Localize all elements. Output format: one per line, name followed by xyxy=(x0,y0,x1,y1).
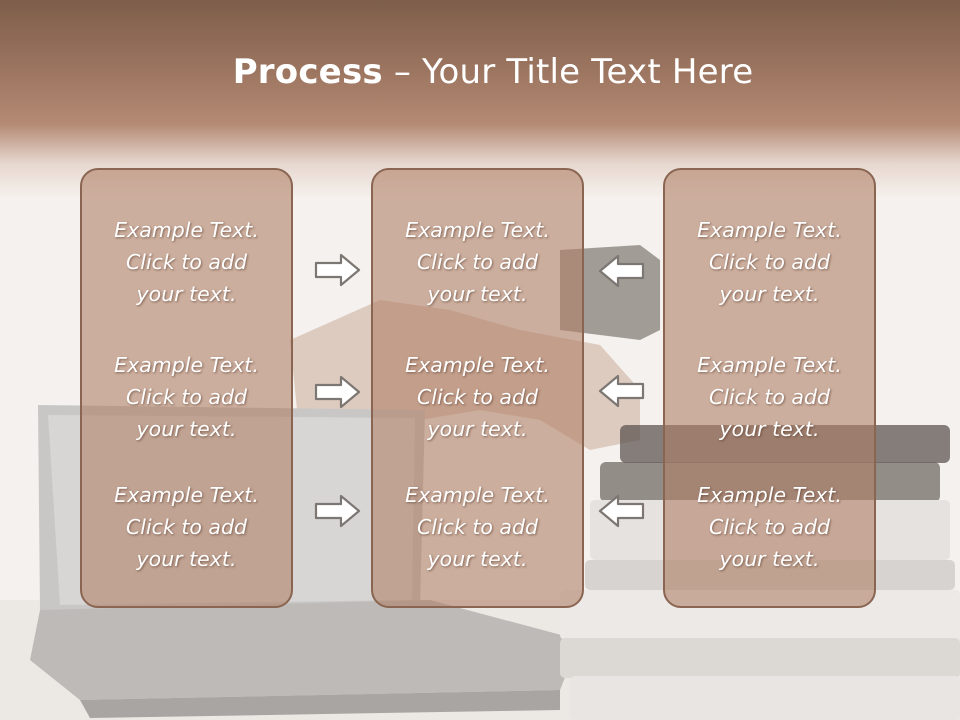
right-arrow-icon xyxy=(314,375,361,409)
panel-text[interactable]: Example Text. Click to add your text. xyxy=(697,218,842,306)
panel-text[interactable]: Example Text. Click to add your text. xyxy=(405,218,550,306)
panel-text[interactable]: Example Text. Click to add your text. xyxy=(114,218,259,306)
header-band xyxy=(0,0,960,200)
left-arrow-icon xyxy=(598,494,645,528)
right-arrow-icon xyxy=(314,253,361,287)
right-arrow-icon xyxy=(314,494,361,528)
panel-text[interactable]: Example Text. Click to add your text. xyxy=(405,353,550,441)
panel-text[interactable]: Example Text. Click to add your text. xyxy=(114,483,259,571)
left-arrow-icon xyxy=(598,374,645,408)
panel-text[interactable]: Example Text. Click to add your text. xyxy=(697,353,842,441)
title-rest: – Your Title Text Here xyxy=(382,52,754,92)
process-panel-left[interactable]: Example Text. Click to add your text. Ex… xyxy=(80,168,293,608)
title-bold: Process xyxy=(232,52,383,92)
process-panel-right[interactable]: Example Text. Click to add your text. Ex… xyxy=(663,168,876,608)
process-panel-middle[interactable]: Example Text. Click to add your text. Ex… xyxy=(371,168,584,608)
panel-text[interactable]: Example Text. Click to add your text. xyxy=(697,483,842,571)
slide-title[interactable]: Process – Your Title Text Here xyxy=(0,52,960,92)
panel-text[interactable]: Example Text. Click to add your text. xyxy=(114,353,259,441)
panel-text[interactable]: Example Text. Click to add your text. xyxy=(405,483,550,571)
left-arrow-icon xyxy=(598,254,645,288)
